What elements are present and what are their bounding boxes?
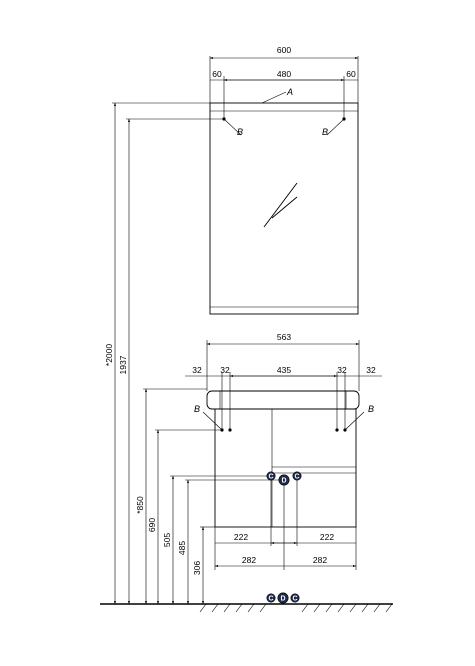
leader-b-left xyxy=(223,118,242,136)
dim-cabinet-center: 435 xyxy=(277,365,291,375)
svg-text:C: C xyxy=(268,474,273,481)
mirror: B B A xyxy=(209,87,359,315)
dim-mirror-total: 600 xyxy=(277,45,291,55)
svg-text:D: D xyxy=(281,478,286,485)
svg-text:D: D xyxy=(280,596,285,603)
dim-cabinet-outer-left: 32 xyxy=(192,365,202,375)
mirror-glare-2 xyxy=(271,196,298,219)
floor-marker-d xyxy=(277,592,289,604)
dim-cabinet-inner-left: 32 xyxy=(220,365,230,375)
floor-hatching xyxy=(199,603,393,613)
dim-bottom-outer-left: 282 xyxy=(242,555,256,565)
mirror-label-a: A xyxy=(286,87,293,97)
dim-height-306: 306 xyxy=(192,561,202,575)
dim-mirror-right: 60 xyxy=(346,69,356,79)
dim-cabinet-inner-right: 32 xyxy=(337,365,347,375)
dim-mirror-left: 60 xyxy=(212,69,222,79)
floor: C D C xyxy=(100,592,393,613)
mirror-glare-1 xyxy=(263,182,298,228)
leader-b-right xyxy=(326,118,345,136)
dim-height-505: 505 xyxy=(162,533,172,547)
cabinet-body xyxy=(214,408,357,528)
dim-height-1937: 1937 xyxy=(118,355,128,374)
floor-marker-c-left xyxy=(266,593,276,603)
svg-text:C: C xyxy=(292,596,297,603)
dim-height-2000: *2000 xyxy=(104,344,114,366)
mirror-label-b-left: B xyxy=(237,127,243,137)
cabinet-label-b-right: B xyxy=(368,404,374,414)
mirror-dimensions: 600 60 480 60 xyxy=(209,45,359,119)
dim-cabinet-total: 563 xyxy=(277,332,291,342)
floor-marker-c-right xyxy=(290,593,300,603)
cabinet-bottom-dimensions: 222 222 282 282 xyxy=(214,480,357,570)
dim-bottom-inner-left: 222 xyxy=(234,532,248,542)
leader-b-right xyxy=(344,411,365,431)
dim-mirror-center: 480 xyxy=(277,69,291,79)
cabinet-label-b-left: B xyxy=(194,404,200,414)
svg-text:C: C xyxy=(294,474,299,481)
cabinet-top-dimensions: 563 32 32 435 32 32 xyxy=(185,332,382,430)
mirror-body xyxy=(209,102,359,315)
leader-b-left xyxy=(202,411,223,431)
mirror-label-b-right: B xyxy=(322,127,328,137)
dim-bottom-outer-right: 282 xyxy=(313,555,327,565)
leader-a xyxy=(261,91,287,104)
dim-cabinet-outer-right: 32 xyxy=(366,365,376,375)
svg-text:C: C xyxy=(268,596,273,603)
dim-height-850: *850 xyxy=(135,496,145,514)
height-dimensions: *2000 1937 *850 690 505 485 306 xyxy=(104,102,279,605)
dim-height-690: 690 xyxy=(147,518,157,532)
dim-height-485: 485 xyxy=(177,541,187,555)
dim-bottom-inner-right: 222 xyxy=(320,532,334,542)
